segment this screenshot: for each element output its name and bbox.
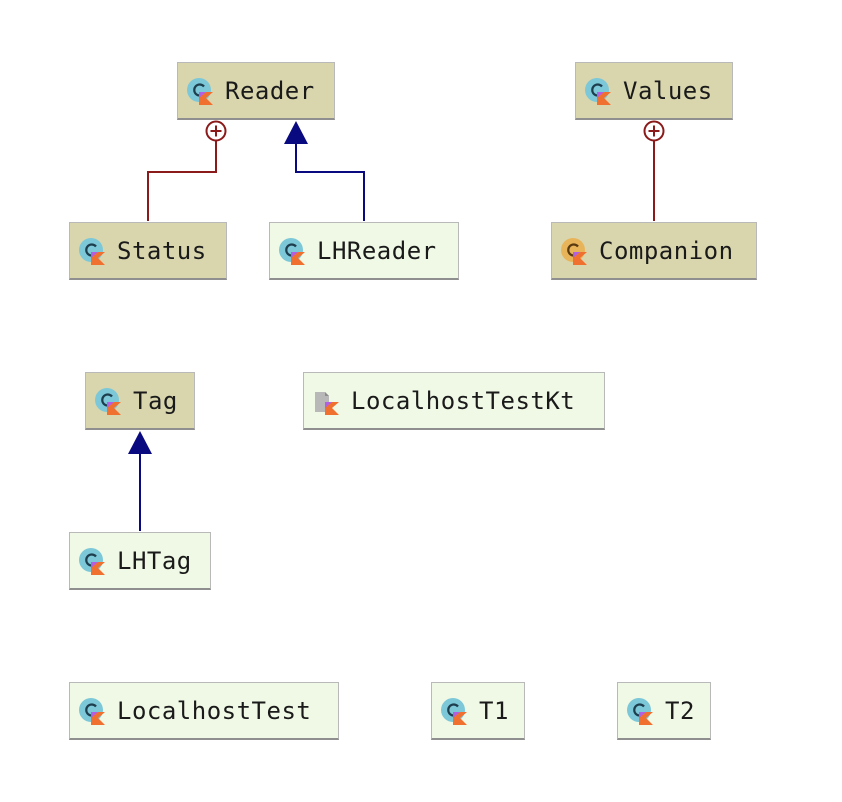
node-label: Values [623,76,713,105]
inheritance-arrow-reader [284,121,308,144]
node-label: LHReader [317,236,437,265]
class-node-status[interactable]: Status [69,222,227,280]
kotlin-class-icon [77,546,107,576]
edge-status-reader [147,141,217,221]
class-node-values[interactable]: Values [575,62,733,120]
kotlin-class-icon [185,76,215,106]
kotlin-class-icon [625,696,655,726]
interface-node-tag[interactable]: Tag [85,372,195,430]
node-label: T2 [665,696,695,725]
kotlin-class-icon [77,696,107,726]
inheritance-arrow-tag [128,431,152,454]
kotlin-class-icon [439,696,469,726]
node-label: Tag [133,386,178,415]
class-node-lhtag[interactable]: LHTag [69,532,211,590]
nested-marker-values [643,120,665,142]
kotlin-class-icon [583,76,613,106]
kotlin-class-icon [277,236,307,266]
node-label: LocalhostTest [117,696,312,725]
node-label: LHTag [117,546,192,575]
node-label: Companion [599,236,734,265]
class-node-lhreader[interactable]: LHReader [269,222,459,280]
kotlin-file-icon [315,391,339,415]
node-label: LocalhostTestKt [351,386,576,415]
kotlin-class-icon [93,386,123,416]
object-node-companion[interactable]: Companion [551,222,757,280]
node-label: T1 [479,696,509,725]
file-node-localhosttestkt[interactable]: LocalhostTestKt [303,372,605,430]
class-node-t2[interactable]: T2 [617,682,711,740]
class-node-t1[interactable]: T1 [431,682,525,740]
node-label: Reader [225,76,315,105]
node-label: Status [117,236,207,265]
nested-marker-reader [205,120,227,142]
kotlin-class-icon [77,236,107,266]
edge-lhreader-reader [295,144,365,221]
class-node-reader[interactable]: Reader [177,62,335,120]
class-node-localhosttest[interactable]: LocalhostTest [69,682,339,740]
kotlin-object-icon [559,236,589,266]
